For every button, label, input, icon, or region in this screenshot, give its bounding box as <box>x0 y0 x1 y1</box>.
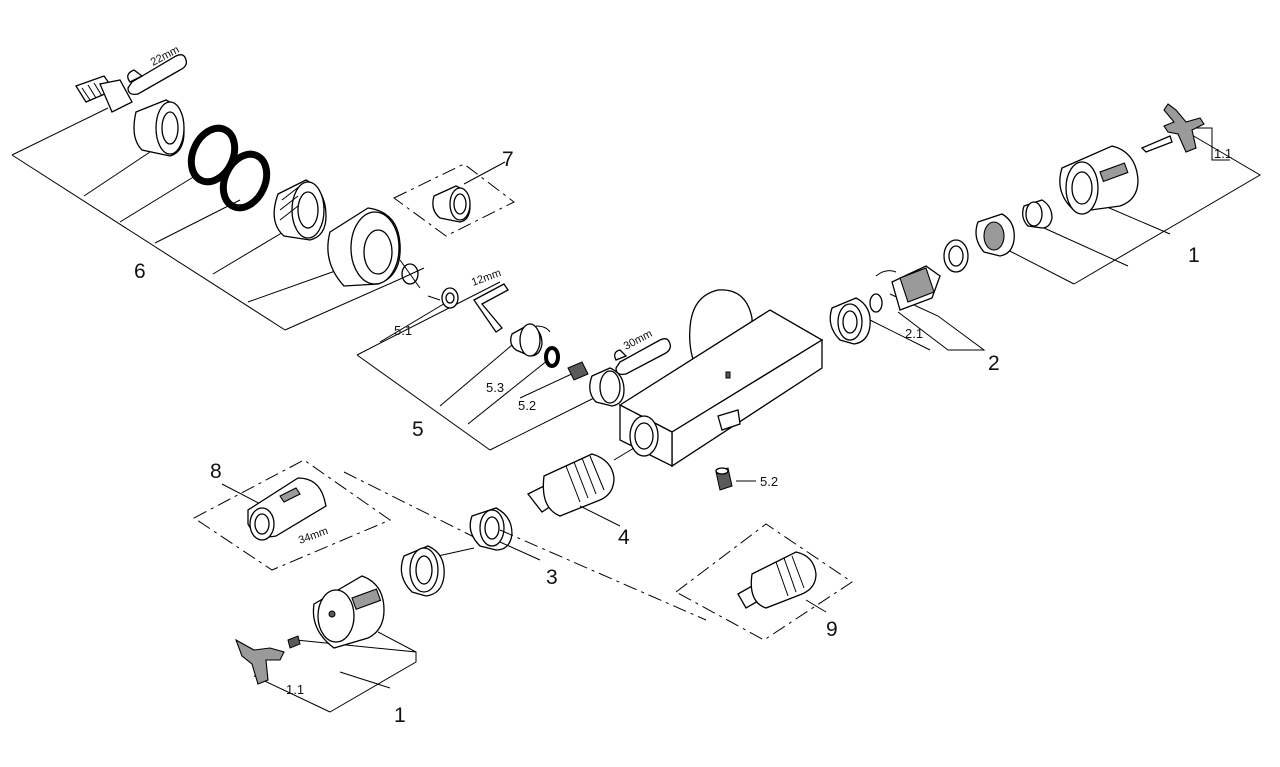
filter-5-2-bottom <box>715 467 756 491</box>
label-8: 8 <box>210 460 222 483</box>
star-washer <box>397 259 441 301</box>
sleeve-nut <box>133 99 185 157</box>
group-5-lines <box>356 281 611 451</box>
wrench-30mm-tool: 30mm <box>614 328 672 376</box>
label-5-1: 5.1 <box>394 323 412 338</box>
label-5-2-b: 5.2 <box>760 474 778 489</box>
screw-lower <box>287 635 301 649</box>
label-2: 2 <box>988 352 1000 375</box>
group-1-lower-lines <box>253 631 417 713</box>
o-ring-large-1 <box>187 124 239 186</box>
group-2-lines <box>869 293 986 351</box>
washer-5-1 <box>441 287 459 309</box>
label-5-3: 5.3 <box>486 380 504 395</box>
wrench-22mm-tool: 22mm <box>127 44 188 96</box>
label-4: 4 <box>618 526 630 549</box>
label-1-1-lower: 1.1 <box>286 682 304 697</box>
label-1-1-upper: 1.1 <box>1214 146 1232 161</box>
handle-cover-right <box>1059 145 1139 215</box>
label-1-upper: 1 <box>1188 244 1200 267</box>
label-6: 6 <box>134 260 146 283</box>
nut-ring-lower <box>400 545 445 597</box>
check-valve-5 <box>510 323 551 357</box>
spindle-adapter <box>1022 199 1053 229</box>
o-ring-large-2 <box>219 150 271 212</box>
flow-cartridge <box>875 265 941 311</box>
handle-cover-lower <box>312 575 385 649</box>
stop-ring <box>975 213 1015 257</box>
valve-body <box>618 289 824 468</box>
group-8-box: 34mm <box>193 459 481 571</box>
small-ring-right <box>943 239 969 273</box>
threaded-adapter <box>273 179 327 241</box>
union-nut <box>589 367 625 407</box>
socket-34mm-label: 34mm <box>297 525 330 547</box>
threaded-fitting <box>75 75 133 113</box>
thermostat-cartridge-4 <box>527 447 635 517</box>
label-2-1: 2.1 <box>905 326 923 341</box>
label-5-2-a: 5.2 <box>518 398 536 413</box>
group-7-box <box>393 161 515 237</box>
label-3: 3 <box>546 566 558 589</box>
o-ring-2-1 <box>869 293 883 313</box>
thread-ring-3 <box>469 507 513 551</box>
label-9: 9 <box>826 618 838 641</box>
group-6-lines <box>11 107 399 331</box>
label-7: 7 <box>502 148 514 171</box>
group-9-box <box>499 523 853 641</box>
nut-ring-right <box>829 297 871 345</box>
label-5: 5 <box>412 418 424 441</box>
hex-key-12mm-tool: 12mm <box>470 267 509 333</box>
filter-5-2 <box>567 361 589 381</box>
label-1-lower: 1 <box>394 704 406 727</box>
o-ring-5-3 <box>544 346 560 368</box>
cross-handle-lower <box>234 638 285 685</box>
hex-key-12mm-label: 12mm <box>470 267 503 289</box>
cover-rosette <box>327 207 401 287</box>
cross-handle-right <box>1140 103 1205 153</box>
